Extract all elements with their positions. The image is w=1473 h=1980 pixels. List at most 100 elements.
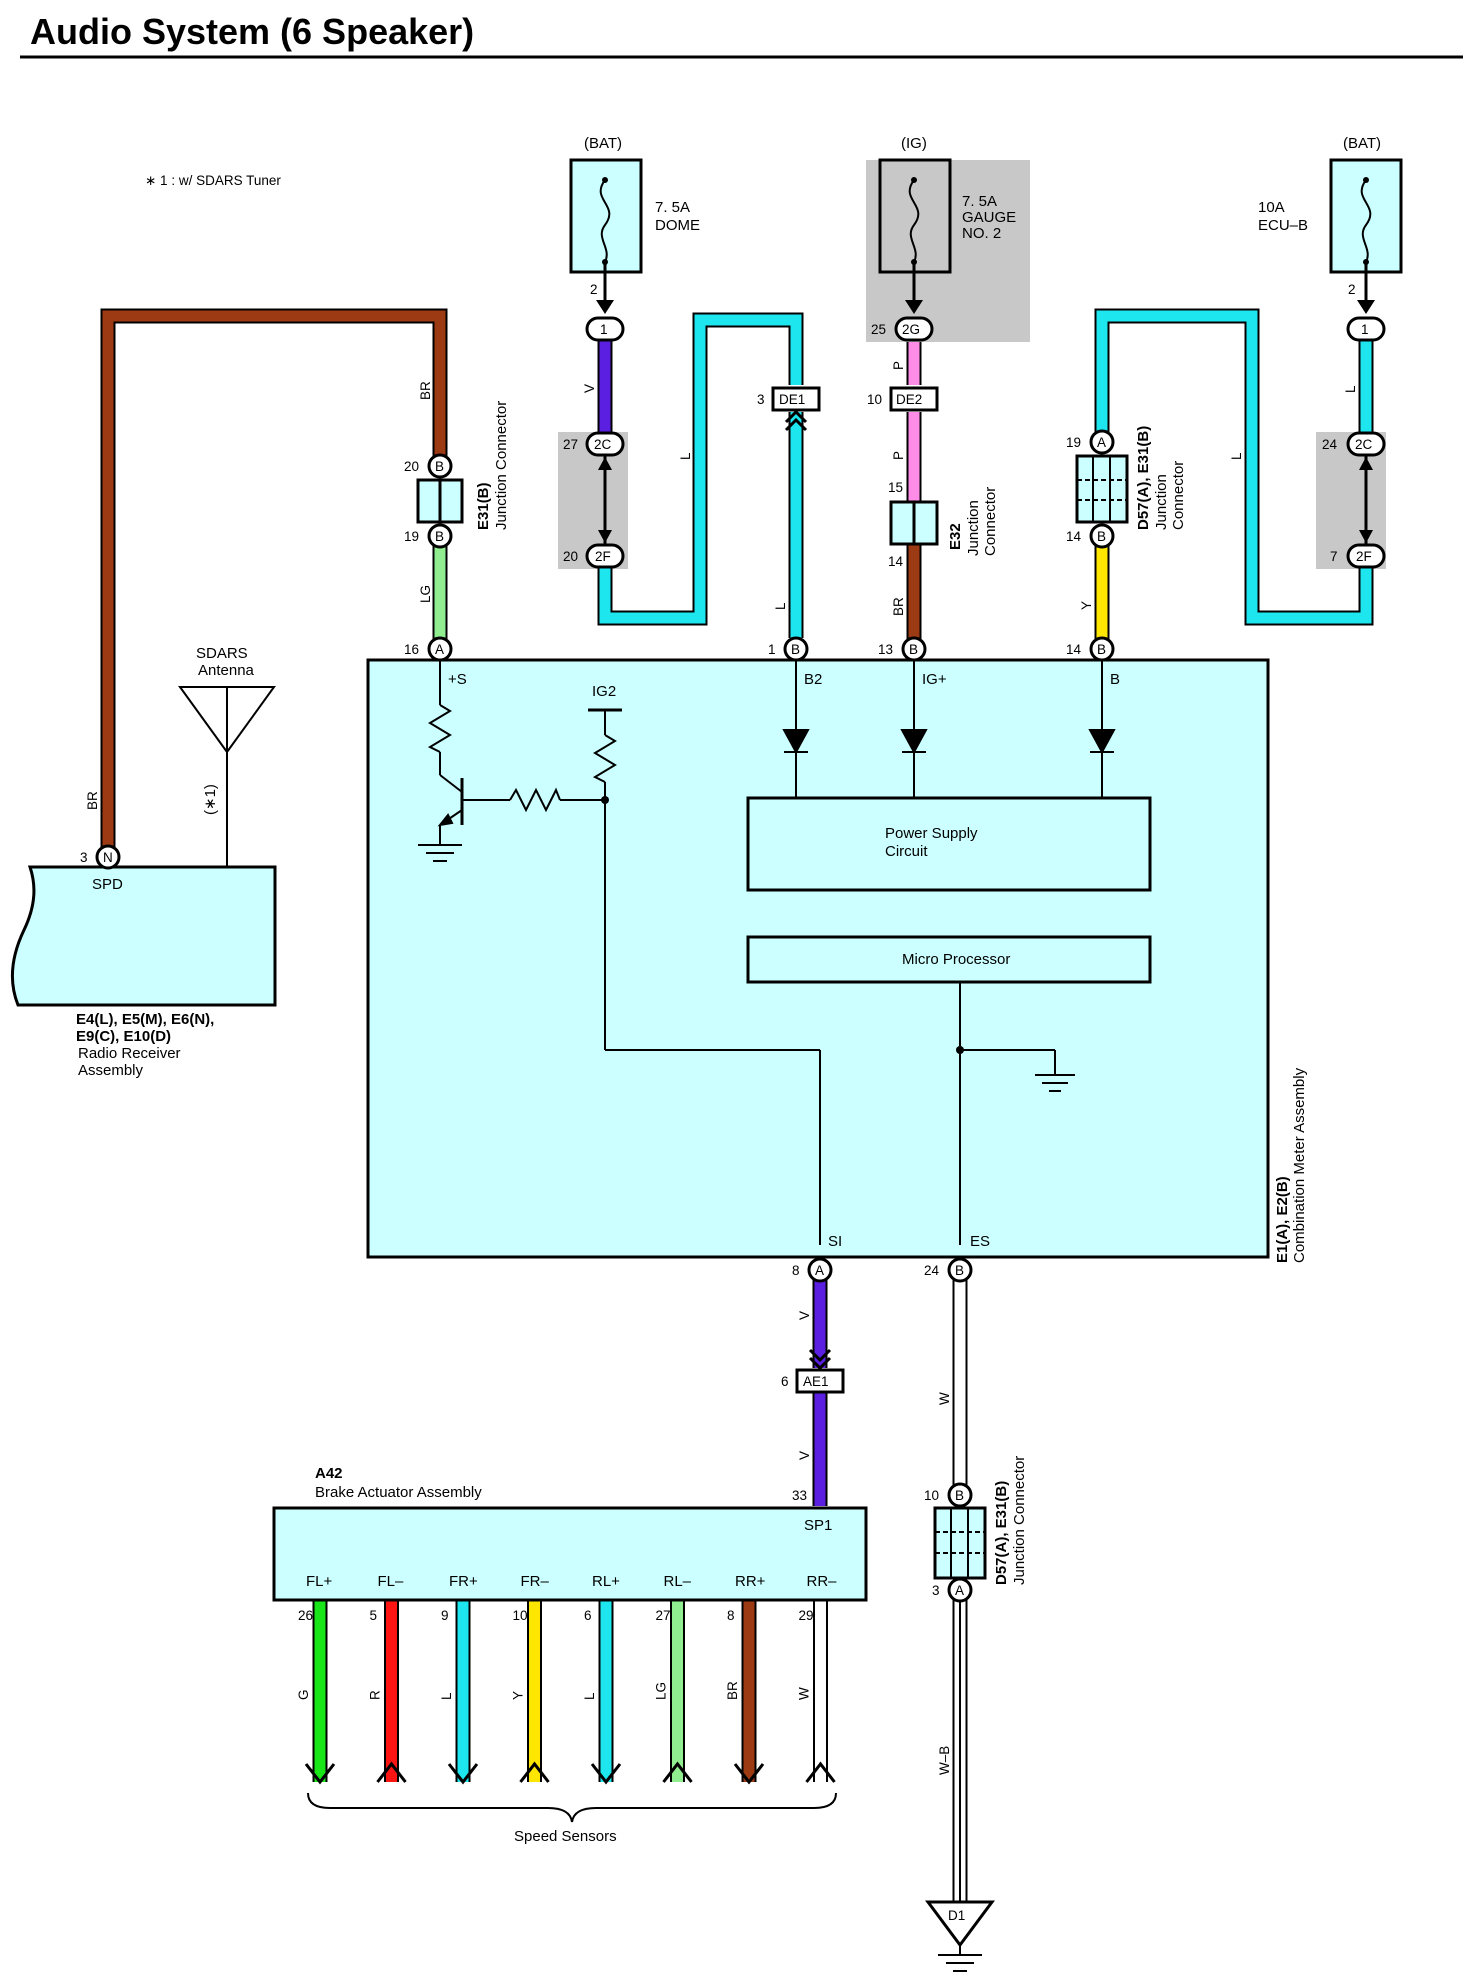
svg-text:P: P xyxy=(891,451,906,460)
svg-text:7. 5A: 7. 5A xyxy=(962,193,997,210)
node-es xyxy=(956,1046,964,1054)
node-ig2 xyxy=(601,796,609,804)
meter-pin-13b: B 13 IG+ xyxy=(878,636,947,688)
svg-text:LG: LG xyxy=(418,585,433,603)
sdars-antenna: SDARS Antenna (∗1) xyxy=(178,645,276,867)
terminal-wire-color: R xyxy=(368,1690,383,1700)
svg-text:33: 33 xyxy=(792,1488,807,1503)
terminal-pin: 8 xyxy=(727,1608,735,1623)
svg-text:DOME: DOME xyxy=(655,217,700,234)
meter-internal-circuit xyxy=(418,660,1103,1245)
svg-text:B: B xyxy=(435,529,444,544)
fuse-ecub: (BAT) 10A ECU–B 2 xyxy=(1258,135,1403,314)
svg-text:V: V xyxy=(797,1311,812,1320)
svg-text:10: 10 xyxy=(924,1488,939,1503)
svg-text:D57(A), E31(B): D57(A), E31(B) xyxy=(993,1481,1010,1585)
svg-text:B: B xyxy=(1097,642,1106,657)
connector-2c-left: 2C 27 xyxy=(563,431,625,545)
svg-text:A: A xyxy=(435,642,444,657)
svg-text:10A: 10A xyxy=(1258,199,1285,216)
sensor-arrow-icon xyxy=(304,1763,336,1785)
connector-2f-left: 2F 20 xyxy=(563,543,625,569)
svg-text:3: 3 xyxy=(932,1583,940,1598)
terminal-label: FR– xyxy=(521,1573,550,1590)
ig2-label: IG2 xyxy=(592,683,616,700)
svg-text:1: 1 xyxy=(768,642,776,657)
svg-text:2: 2 xyxy=(590,282,598,297)
page-title: Audio System (6 Speaker) xyxy=(30,11,474,52)
micro-processor-label: Micro Processor xyxy=(902,951,1010,968)
svg-text:GAUGE: GAUGE xyxy=(962,209,1016,226)
terminal-pin: 5 xyxy=(370,1608,378,1623)
radio-receiver: N 3 SPD E4(L), E5(M), E6(N), E9(C), E10(… xyxy=(10,844,277,1079)
terminal-wire-color: L xyxy=(582,1692,597,1700)
wire-br xyxy=(102,310,446,855)
svg-text:7. 5A: 7. 5A xyxy=(655,199,690,216)
sensor-arrow-icon xyxy=(662,1761,693,1783)
svg-text:24: 24 xyxy=(924,1263,940,1278)
svg-text:14: 14 xyxy=(1066,529,1082,544)
sensor-arrow-icon xyxy=(805,1761,836,1783)
junction-e32: 15 14 E32 Junction Connector xyxy=(888,480,999,569)
svg-text:25: 25 xyxy=(871,322,886,337)
fuse-dome: (BAT) 7. 5A DOME 2 xyxy=(569,135,700,314)
terminal-pin: 6 xyxy=(584,1608,592,1623)
svg-text:E1(A), E2(B): E1(A), E2(B) xyxy=(1274,1176,1291,1263)
svg-text:D1: D1 xyxy=(948,1908,965,1923)
terminal-label: FL– xyxy=(378,1573,405,1590)
svg-text:A42: A42 xyxy=(315,1465,343,1482)
connector-ae1: AE1 6 xyxy=(781,1348,845,1394)
connector-de1: DE1 3 xyxy=(757,386,821,432)
speed-sensors: Speed Sensors xyxy=(307,1792,837,1845)
svg-text:SP1: SP1 xyxy=(804,1517,832,1534)
meter-pin-16a: A 16 +S xyxy=(404,636,467,688)
svg-text:A: A xyxy=(1097,435,1106,450)
power-supply-label: Power Supply xyxy=(885,825,978,842)
terminal-label: FL+ xyxy=(306,1573,333,1590)
svg-text:E31(B): E31(B) xyxy=(475,482,492,530)
svg-text:Combination Meter Assembly: Combination Meter Assembly xyxy=(1291,1067,1308,1263)
svg-text:Y: Y xyxy=(1079,601,1094,610)
svg-text:2F: 2F xyxy=(1356,549,1372,564)
connector-de2: DE2 10 xyxy=(867,386,939,412)
terminal-label: RL+ xyxy=(592,1573,620,1590)
svg-text:L: L xyxy=(1343,385,1358,393)
svg-text:BR: BR xyxy=(891,597,906,616)
svg-text:6: 6 xyxy=(781,1374,789,1389)
svg-text:B: B xyxy=(955,1263,964,1278)
terminal-wire-color: W xyxy=(797,1687,812,1700)
svg-text:L: L xyxy=(1229,452,1244,460)
sensor-arrow-icon xyxy=(590,1763,622,1785)
svg-text:SPD: SPD xyxy=(92,876,123,893)
svg-text:IG+: IG+ xyxy=(922,671,947,688)
svg-text:3: 3 xyxy=(80,850,88,865)
svg-text:L: L xyxy=(773,602,788,610)
connector-2g: 2G 25 xyxy=(871,316,934,342)
sensor-arrow-icon xyxy=(447,1763,479,1785)
svg-text:Connector: Connector xyxy=(1170,461,1187,530)
svg-text:L: L xyxy=(678,452,693,460)
svg-text:B: B xyxy=(791,642,800,657)
svg-text:E9(C), E10(D): E9(C), E10(D) xyxy=(76,1028,171,1045)
svg-text:N: N xyxy=(103,850,113,865)
svg-text:27: 27 xyxy=(563,437,578,452)
svg-text:3: 3 xyxy=(757,392,765,407)
combination-meter-labels: E1(A), E2(B) Combination Meter Assembly xyxy=(1274,1067,1308,1263)
svg-text:DE1: DE1 xyxy=(779,392,805,407)
terminal-pin: 10 xyxy=(513,1608,528,1623)
meter-pin-24b: ES B 24 xyxy=(924,1233,990,1283)
brake-terminals: FL+26GFL–5RFR+9LFR–10YRL+6LRL–27LGRR+8BR… xyxy=(296,1573,837,1700)
svg-text:24: 24 xyxy=(1322,437,1338,452)
terminal-wire-color: LG xyxy=(654,1682,669,1700)
svg-text:W–B: W–B xyxy=(937,1746,952,1775)
svg-text:14: 14 xyxy=(888,554,904,569)
svg-text:Connector: Connector xyxy=(982,487,999,556)
svg-text:19: 19 xyxy=(404,529,419,544)
svg-text:20: 20 xyxy=(563,549,578,564)
fuse-gauge: (IG) 7. 5A GAUGE NO. 2 xyxy=(878,135,1016,314)
svg-text:V: V xyxy=(582,384,597,393)
terminal-pin: 29 xyxy=(799,1608,814,1623)
terminal-label: RL– xyxy=(664,1573,692,1590)
power-supply-circuit xyxy=(746,796,1152,892)
svg-text:(IG): (IG) xyxy=(901,135,927,152)
